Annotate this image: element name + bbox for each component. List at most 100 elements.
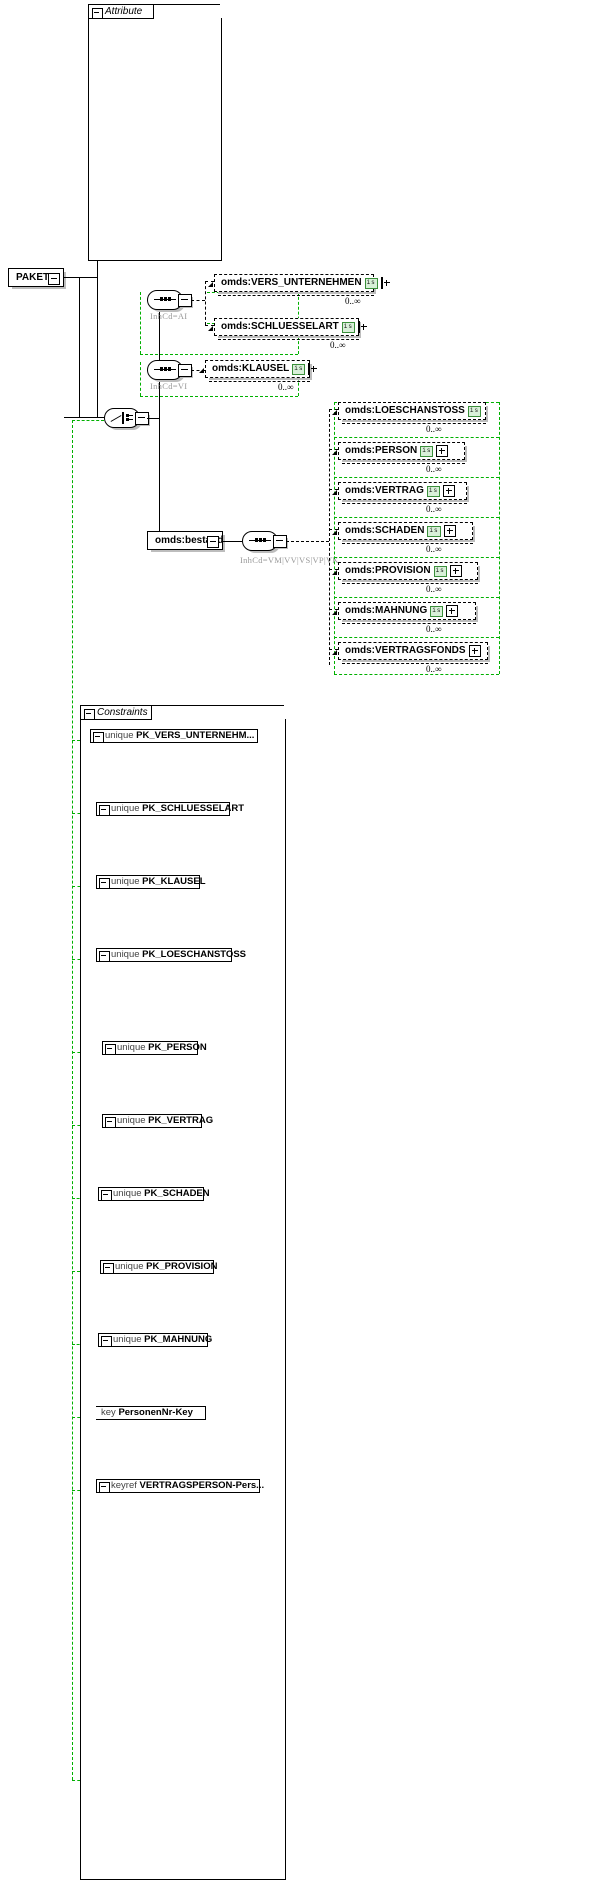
element-person[interactable]: omds:PERSON is: [332, 442, 465, 460]
plus-icon[interactable]: [358, 321, 367, 333]
plus-icon[interactable]: [449, 565, 462, 577]
occurrence-klausel: 0..∞: [278, 382, 294, 392]
collapse-icon[interactable]: [99, 878, 110, 889]
constraint-header-vertragsperson-keyref[interactable]: keyref VERTRAGSPERSON-Pers...: [96, 1479, 264, 1493]
element-klausel[interactable]: omds:KLAUSEL is: [199, 360, 318, 378]
element-label: omds:MAHNUNG: [345, 605, 428, 616]
constraint-name: PK_PERSON: [148, 1042, 207, 1053]
constraint-header-pk-loeschanstoss[interactable]: unique PK_LOESCHANSTOSS: [96, 948, 246, 962]
attribute-group-header[interactable]: Attribute: [88, 4, 154, 19]
element-label: omds:VERS_UNTERNEHMEN: [221, 277, 362, 288]
element-loeschanstoss[interactable]: omds:LOESCHANSTOSS is: [332, 402, 486, 420]
ref-arrow-icon: [208, 326, 213, 331]
identity-constraint-badge: is: [430, 605, 444, 617]
constraint-header-pk-schaden[interactable]: unique PK_SCHADEN: [98, 1187, 210, 1201]
collapse-icon[interactable]: [84, 709, 95, 720]
collapse-icon[interactable]: [101, 1190, 112, 1201]
element-label: omds:SCHADEN: [345, 525, 425, 536]
collapse-icon[interactable]: [99, 805, 110, 816]
identity-constraint-badge: is: [426, 485, 441, 497]
occurrence-vertragsfonds: 0..∞: [426, 664, 442, 674]
element-label: omds:bestand: [155, 535, 224, 546]
occurrence-vers-unternehmen: 0..∞: [345, 296, 361, 306]
constraint-header-personennr-key[interactable]: key PersonenNr-Key: [96, 1406, 206, 1420]
element-label: omds:PERSON: [345, 445, 418, 456]
constraint-kind: unique: [113, 1188, 142, 1199]
constraint-kind: unique: [111, 803, 140, 814]
constraint-header-pk-person[interactable]: unique PK_PERSON: [102, 1041, 207, 1055]
branch-label-ai: InhCd=AI: [150, 311, 188, 321]
constraint-name: PersonenNr-Key: [118, 1407, 193, 1418]
element-bestand[interactable]: omds:bestand: [147, 531, 223, 550]
element-label: omds:KLAUSEL: [212, 363, 290, 374]
constraint-header-pk-provision[interactable]: unique PK_PROVISION: [100, 1260, 217, 1274]
constraint-name: VERTRAGSPERSON-Pers...: [139, 1480, 265, 1491]
ref-arrow-icon: [332, 650, 337, 655]
constraint-kind: unique: [117, 1115, 146, 1126]
compositor-choice-root[interactable]: [104, 408, 149, 428]
plus-icon[interactable]: [468, 645, 481, 657]
compositor-sequence-vi[interactable]: [147, 360, 192, 380]
element-label: omds:SCHLUESSELART: [221, 321, 339, 332]
constraint-kind: unique: [113, 1334, 142, 1345]
constraints-group-body: [80, 719, 286, 1880]
minus-icon[interactable]: [207, 536, 219, 548]
branch-label-vi: InhCd=VI: [150, 381, 188, 391]
element-schaden[interactable]: omds:SCHADEN is: [332, 522, 473, 540]
element-mahnung[interactable]: omds:MAHNUNG is: [332, 602, 476, 620]
plus-icon[interactable]: [443, 525, 456, 537]
minus-icon[interactable]: [48, 273, 60, 285]
collapse-icon[interactable]: [105, 1044, 116, 1055]
constraint-header-pk-vers-unternehmen[interactable]: unique PK_VERS_UNTERNEHM...: [90, 729, 258, 743]
plus-icon[interactable]: [380, 277, 390, 289]
ref-arrow-icon: [199, 368, 204, 373]
occurrence-vertrag: 0..∞: [426, 504, 442, 514]
branch-label-bestand: InhCd=VM|VV|VS|VP|VK: [240, 555, 339, 565]
collapse-icon[interactable]: [99, 951, 110, 962]
collapse-icon[interactable]: [93, 732, 104, 743]
occurrence-loeschanstoss: 0..∞: [426, 424, 442, 434]
element-vertragsfonds[interactable]: omds:VERTRAGSFONDS: [332, 642, 488, 660]
constraint-name: PK_SCHLUESSELART: [142, 803, 245, 814]
collapse-icon[interactable]: [92, 8, 103, 19]
constraint-kind: unique: [111, 949, 140, 960]
plus-icon[interactable]: [443, 485, 456, 497]
collapse-icon[interactable]: [105, 1117, 116, 1128]
element-label: omds:VERTRAGSFONDS: [345, 645, 466, 656]
element-label: omds:VERTRAG: [345, 485, 424, 496]
plus-icon[interactable]: [446, 605, 459, 617]
collapse-icon[interactable]: [99, 1482, 110, 1493]
attribute-group-title: Attribute: [105, 6, 143, 17]
constraint-header-pk-mahnung[interactable]: unique PK_MAHNUNG: [98, 1333, 212, 1347]
constraint-name: PK_MAHNUNG: [144, 1334, 213, 1345]
constraint-header-pk-schluesselart[interactable]: unique PK_SCHLUESSELART: [96, 802, 244, 816]
constraint-kind: key: [101, 1407, 116, 1418]
element-provision[interactable]: omds:PROVISION is: [332, 562, 478, 580]
constraint-kind: unique: [117, 1042, 146, 1053]
ref-arrow-icon: [332, 610, 337, 615]
compositor-sequence-bestand[interactable]: [242, 531, 287, 551]
occurrence-mahnung: 0..∞: [426, 624, 442, 634]
identity-constraint-badge: is: [364, 277, 378, 289]
identity-constraint-badge: is: [420, 445, 434, 457]
constraint-header-pk-vertrag[interactable]: unique PK_VERTRAG: [102, 1114, 213, 1128]
ref-arrow-icon: [332, 570, 337, 575]
root-element-label: PAKET: [16, 272, 50, 283]
constraint-name: PK_SCHADEN: [144, 1188, 210, 1199]
element-vers-unternehmen[interactable]: omds:VERS_UNTERNEHMEN is: [208, 274, 390, 292]
occurrence-provision: 0..∞: [426, 584, 442, 594]
element-vertrag[interactable]: omds:VERTRAG is: [332, 482, 467, 500]
constraints-group-header[interactable]: Constraints: [80, 705, 152, 720]
ref-arrow-icon: [208, 282, 213, 287]
constraint-kind: unique: [115, 1261, 144, 1272]
element-schluesselart[interactable]: omds:SCHLUESSELART is: [208, 318, 367, 336]
constraint-header-pk-klausel[interactable]: unique PK_KLAUSEL: [96, 875, 206, 889]
plus-icon[interactable]: [308, 363, 318, 375]
element-label: omds:PROVISION: [345, 565, 431, 576]
constraint-name: PK_KLAUSEL: [142, 876, 206, 887]
collapse-icon[interactable]: [101, 1336, 112, 1347]
plus-icon[interactable]: [436, 445, 449, 457]
collapse-icon[interactable]: [103, 1263, 114, 1274]
compositor-sequence-ai[interactable]: [147, 290, 192, 310]
root-element-paket[interactable]: PAKET: [8, 268, 64, 287]
